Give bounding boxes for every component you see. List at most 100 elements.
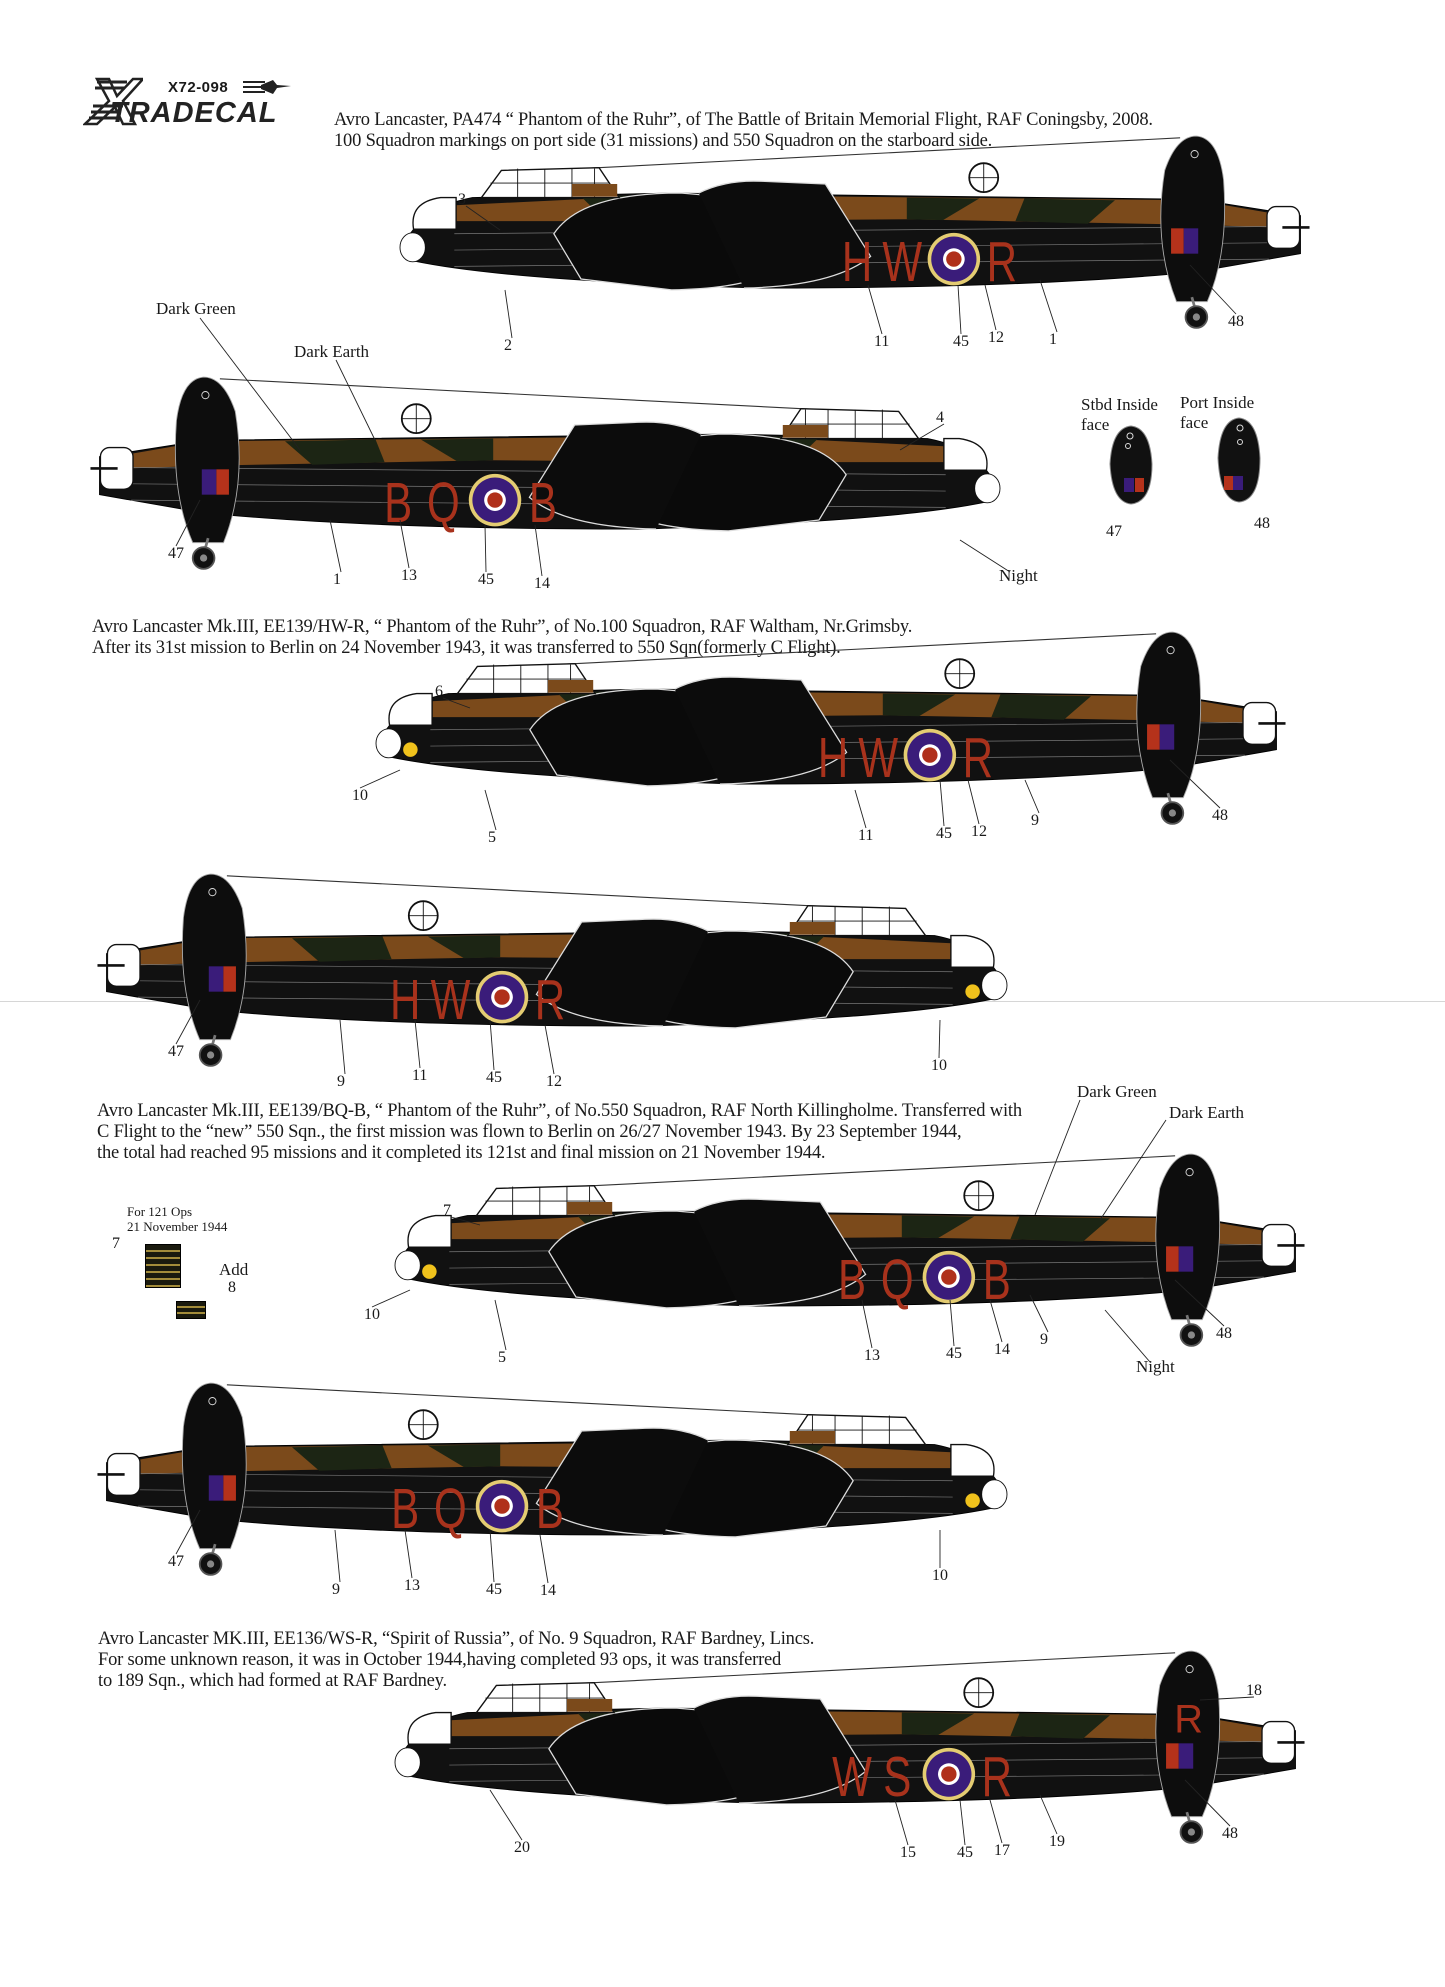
wing-root xyxy=(674,676,848,785)
dark-green-camouflage xyxy=(1010,1216,1110,1242)
dark-green-camouflage xyxy=(292,1445,392,1471)
callout-3: 3 xyxy=(458,191,466,208)
callout-13: 13 xyxy=(404,1577,420,1594)
squadron-code-letter: R xyxy=(535,968,565,1031)
nose-turret xyxy=(943,437,988,471)
callout-17: 17 xyxy=(994,1842,1010,1859)
roundel-red xyxy=(494,989,510,1005)
wheel-hub xyxy=(1168,809,1177,817)
callout-13: 13 xyxy=(864,1347,880,1364)
fin-detail xyxy=(1166,646,1175,655)
fin-detail xyxy=(208,1397,217,1406)
fin-detail xyxy=(1185,1168,1194,1177)
squadron-code-letter: B xyxy=(536,1477,564,1540)
logo-jet-icon xyxy=(243,80,291,94)
canopy-rear xyxy=(789,921,836,935)
airframe xyxy=(375,631,1286,825)
label-port-face: face xyxy=(1180,413,1209,432)
squadron-code-letter: B xyxy=(838,1248,866,1311)
fin-flash-red xyxy=(223,1475,236,1501)
canopy-rear xyxy=(782,424,829,438)
label-stbd-face: face xyxy=(1081,415,1110,434)
airframe xyxy=(97,1382,1008,1576)
wing-root xyxy=(693,1695,867,1804)
roundel-red xyxy=(946,251,962,267)
canopy-rear xyxy=(571,183,618,197)
fin-flash-blue xyxy=(201,469,217,495)
wheel-hub xyxy=(206,1560,215,1568)
squadron-code-letter: W xyxy=(882,230,922,293)
squadron-code-letter: W xyxy=(431,968,471,1031)
tail-fin xyxy=(181,1382,247,1550)
canopy-rear xyxy=(547,679,594,693)
fin-flash-blue xyxy=(208,1475,224,1501)
callout-45: 45 xyxy=(486,1069,502,1086)
callout-47: 47 xyxy=(168,545,184,562)
callout-48: 48 xyxy=(1216,1325,1232,1342)
squadron-code-letter: B xyxy=(983,1248,1011,1311)
nose-turret xyxy=(407,1214,452,1248)
mission-tally-decal-7 xyxy=(145,1244,181,1288)
dark-green-camouflage xyxy=(901,1712,975,1736)
bomb-aimer-blister xyxy=(394,1250,421,1281)
label-night: Night xyxy=(1136,1357,1175,1376)
callout-10: 10 xyxy=(352,787,368,804)
callout-2: 2 xyxy=(504,337,512,354)
callout-7: 7 xyxy=(443,1202,451,1219)
callout-7: 7 xyxy=(112,1235,120,1252)
fin-code-letter: R xyxy=(1174,1697,1203,1741)
mission-tally-decal-8 xyxy=(176,1301,206,1319)
bomb-aimer-blister xyxy=(399,232,426,263)
squadron-code-letter: B xyxy=(529,471,557,534)
caption-line: Avro Lancaster, PA474 “ Phantom of the R… xyxy=(334,110,1153,130)
dark-green-camouflage xyxy=(901,1215,975,1239)
aerial-wire xyxy=(219,378,820,411)
fin-flash-blue xyxy=(208,966,224,992)
tail-fin xyxy=(1155,1650,1221,1818)
tail-fin xyxy=(181,873,247,1041)
caption-line: Avro Lancaster MK.III, EE136/WS-R, “Spir… xyxy=(98,1629,815,1649)
caption-line: For some unknown reason, it was in Octob… xyxy=(98,1650,782,1670)
fin-flash-blue xyxy=(1159,724,1175,750)
dark-green-camouflage xyxy=(906,197,980,221)
airframe xyxy=(97,873,1008,1067)
callout-48: 48 xyxy=(1254,515,1270,532)
dark-green-camouflage xyxy=(991,694,1091,720)
callout-48: 48 xyxy=(1228,313,1244,330)
airframe xyxy=(394,1650,1305,1844)
nose-turret xyxy=(412,196,457,230)
dark-green-camouflage xyxy=(292,936,392,962)
squadron-code-letter: B xyxy=(391,1477,419,1540)
canopy-rear xyxy=(566,1201,613,1215)
squadron-code-letter: Q xyxy=(434,1477,467,1540)
wheel-hub xyxy=(206,1051,215,1059)
squadron-code-letter: Q xyxy=(427,471,460,534)
callout-45: 45 xyxy=(946,1345,962,1362)
port-inside-fin xyxy=(1217,417,1261,503)
wing-root xyxy=(535,918,709,1027)
aerial-wire xyxy=(556,633,1157,666)
squadron-code-letter: H xyxy=(842,230,872,293)
fin-detail xyxy=(1190,150,1199,159)
canopy-rear xyxy=(789,1430,836,1444)
dark-green-camouflage xyxy=(1015,198,1115,224)
fin-flash-blue xyxy=(1178,1246,1194,1272)
callout-1: 1 xyxy=(1049,331,1057,348)
callout-9: 9 xyxy=(1040,1331,1048,1348)
label-port-inside: Port Inside xyxy=(1180,393,1255,412)
squadron-code-letter: S xyxy=(883,1745,911,1808)
callout-47: 47 xyxy=(168,1043,184,1060)
label-dark-earth: Dark Earth xyxy=(1169,1103,1245,1122)
gas-detection-patch xyxy=(403,742,418,757)
callout-5: 5 xyxy=(498,1349,506,1366)
wheel-hub xyxy=(1192,313,1201,321)
callout-19: 19 xyxy=(1049,1833,1065,1850)
callout-45: 45 xyxy=(953,333,969,350)
roundel-red xyxy=(941,1269,957,1285)
aerial-wire xyxy=(575,1155,1176,1188)
add-label: Add xyxy=(219,1260,249,1279)
callout-15: 15 xyxy=(900,1844,916,1861)
tail-fin xyxy=(174,376,240,544)
